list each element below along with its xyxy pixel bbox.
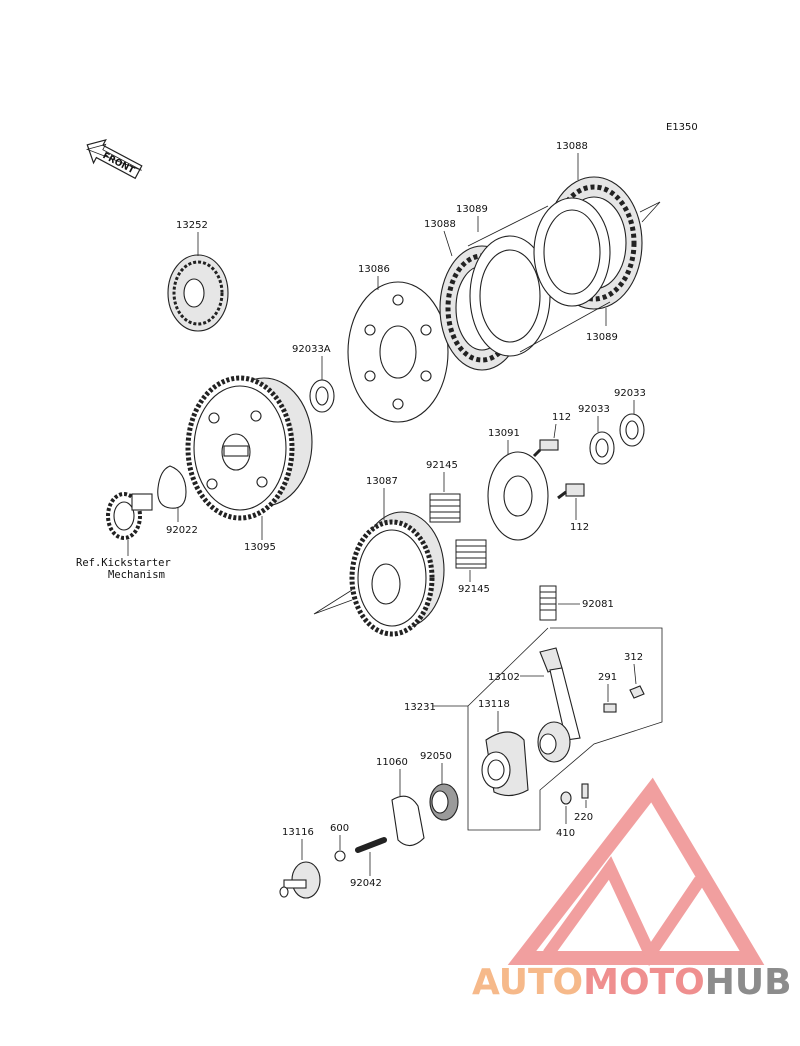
housing-13118 — [481, 731, 529, 797]
kickstarter-gear — [106, 492, 153, 540]
label-92033-a: 92033 — [578, 404, 610, 415]
label-13088-mid: 13088 — [424, 219, 456, 230]
label-291: 291 — [598, 672, 617, 683]
label-220: 220 — [574, 812, 593, 823]
label-92033-b: 92033 — [614, 388, 646, 399]
lever-13102 — [537, 647, 581, 763]
clutch-hub-13087 — [349, 511, 445, 637]
label-13102: 13102 — [488, 672, 520, 683]
nut-312 — [629, 685, 645, 699]
steel-plate-13089-b — [533, 197, 611, 307]
ball-600 — [334, 850, 346, 862]
label-92042: 92042 — [350, 878, 382, 889]
watermark-text: AUTOMOTOHUB — [472, 962, 792, 1003]
washer-92033A — [309, 379, 335, 413]
pressure-plate-13086 — [347, 281, 449, 423]
clutch-housing-13095 — [185, 375, 313, 521]
watermark-part2: MOTO — [583, 962, 705, 1003]
gear-13252 — [167, 254, 229, 332]
spring-92145-lower — [455, 539, 487, 569]
label-600: 600 — [330, 823, 349, 834]
label-92022: 92022 — [166, 525, 198, 536]
label-92145-lower: 92145 — [458, 584, 490, 595]
label-13089-lower: 13089 — [586, 332, 618, 343]
steel-plate-13089 — [469, 235, 551, 357]
plate-13091 — [487, 451, 549, 541]
label-112-lower: 112 — [570, 522, 589, 533]
label-312: 312 — [624, 652, 643, 663]
label-13118: 13118 — [478, 699, 510, 710]
spring-92081 — [539, 585, 557, 621]
washer-92022 — [157, 465, 187, 509]
push-rod-13116 — [279, 861, 321, 899]
label-13252: 13252 — [176, 220, 208, 231]
front-arrow-icon: FRONT — [85, 139, 143, 180]
label-13091: 13091 — [488, 428, 520, 439]
bolt-112-lower — [557, 483, 585, 500]
label-92050: 92050 — [420, 751, 452, 762]
pin-291 — [603, 703, 617, 713]
washer-410 — [560, 791, 572, 805]
washer-92033-a — [589, 431, 615, 465]
label-13087: 13087 — [366, 476, 398, 487]
watermark-logo — [507, 777, 765, 967]
bolt-112-upper — [532, 439, 559, 458]
spring-92145-upper — [429, 493, 461, 523]
washer-92033-b — [619, 413, 645, 447]
assembly-bracket-13231 — [467, 627, 663, 831]
label-13086: 13086 — [358, 264, 390, 275]
gasket-11060 — [391, 795, 425, 847]
label-13095: 13095 — [244, 542, 276, 553]
label-13089-upper: 13089 — [456, 204, 488, 215]
label-92081: 92081 — [582, 599, 614, 610]
seal-92050 — [429, 783, 459, 821]
watermark-part3: HUB — [705, 962, 792, 1003]
label-92145-upper: 92145 — [426, 460, 458, 471]
label-410: 410 — [556, 828, 575, 839]
reference-note-line1: Ref.Kickstarter — [76, 557, 171, 569]
label-13088-top: 13088 — [556, 141, 588, 152]
label-11060: 11060 — [376, 757, 408, 768]
reference-note-line2: Mechanism — [108, 569, 165, 581]
label-13116: 13116 — [282, 827, 314, 838]
label-92033A: 92033A — [292, 344, 331, 355]
label-112-upper: 112 — [552, 412, 571, 423]
screw-220 — [581, 783, 589, 799]
watermark-part1: AUTO — [472, 962, 583, 1003]
label-13231: 13231 — [404, 702, 436, 713]
diagram-code: E1350 — [666, 122, 698, 133]
pin-92042 — [355, 837, 387, 853]
